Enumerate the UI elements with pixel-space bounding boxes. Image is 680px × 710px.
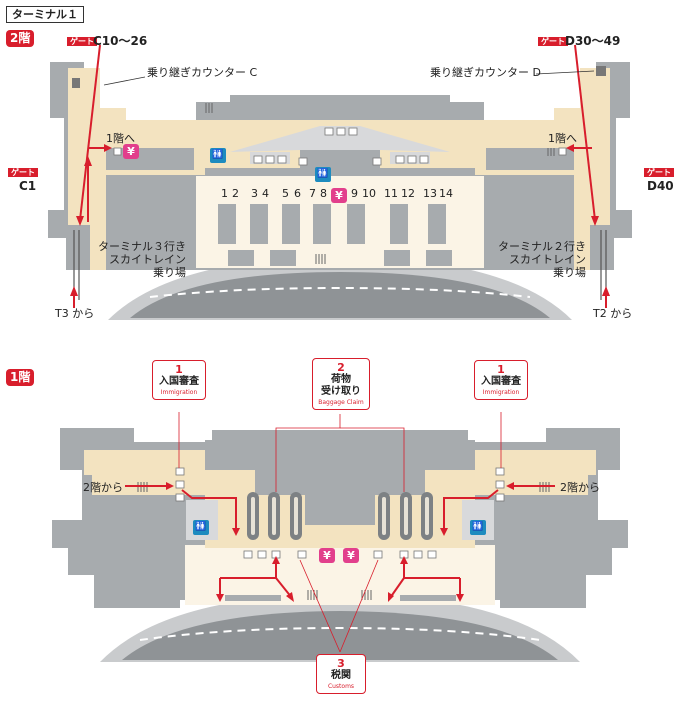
immigration-callout-right: 1 入国審査 Immigration xyxy=(474,360,528,400)
to-1f-right: 1階へ xyxy=(548,132,577,145)
floor-2-badge: 2階 xyxy=(6,30,35,47)
restroom-icon: 🚻 xyxy=(315,167,331,182)
from-2f-right: 2階から xyxy=(560,481,600,494)
floor2-plan xyxy=(48,44,632,320)
road-2f-dash xyxy=(149,286,531,298)
floor1-plan xyxy=(52,412,628,662)
to-1f-left: 1階へ xyxy=(106,132,135,145)
counter-block xyxy=(250,204,268,244)
restroom-icon: 🚻 xyxy=(210,148,226,163)
skytrain-t2-label: ターミナル２行き スカイトレイン 乗り場 xyxy=(498,240,586,279)
counter-number: 6 xyxy=(294,187,301,200)
road-1f-lane xyxy=(122,611,558,660)
counter-number: 9 xyxy=(351,187,358,200)
gate-tag: ゲート xyxy=(644,168,674,177)
road-2f-lane xyxy=(130,272,550,318)
counter-number: 12 xyxy=(401,187,415,200)
from-2f-left: 2階から xyxy=(83,481,123,494)
transfer-counter-d: 乗り継ぎカウンター D xyxy=(430,66,541,79)
gate-d30-49[interactable]: D30〜49 xyxy=(565,34,621,48)
building-2f xyxy=(48,62,632,270)
counter-number: 14 xyxy=(439,187,453,200)
gate-c10-26[interactable]: C10〜26 xyxy=(93,34,148,48)
currency-exchange-icon: ¥ xyxy=(343,548,359,563)
currency-exchange-icon: ¥ xyxy=(123,144,139,159)
from-t2-label: T2 から xyxy=(593,307,633,320)
gate-tag: ゲート xyxy=(8,168,38,177)
counter-number: 5 xyxy=(282,187,289,200)
counter-number: 11 xyxy=(384,187,398,200)
floor-1-badge: 1階 xyxy=(6,369,35,386)
counter-block xyxy=(218,204,236,244)
counter-number: 8 xyxy=(320,187,327,200)
terminal-title: ターミナル１ xyxy=(6,6,84,23)
restroom-icon: 🚻 xyxy=(470,520,486,535)
route-arrows-2f xyxy=(70,144,610,296)
skytrain-t3-label: ターミナル３行き スカイトレイン 乗り場 xyxy=(98,240,186,279)
baggage-claim-callout: 2 荷物 受け取り Baggage Claim xyxy=(312,358,370,410)
gate-c1[interactable]: C1 xyxy=(19,179,37,193)
gate-d40[interactable]: D40 xyxy=(647,179,674,193)
counter-block xyxy=(347,204,365,244)
currency-exchange-icon: ¥ xyxy=(319,548,335,563)
counter-block xyxy=(282,204,300,244)
gate-tag: ゲート xyxy=(67,37,97,46)
counter-block xyxy=(390,204,408,244)
counter-number: 1 xyxy=(221,187,228,200)
counter-number: 13 xyxy=(423,187,437,200)
restroom-icon: 🚻 xyxy=(193,520,209,535)
counter-block xyxy=(313,204,331,244)
immigration-callout-left: 1 入国審査 Immigration xyxy=(152,360,206,400)
counter-number: 10 xyxy=(362,187,376,200)
currency-exchange-icon: ¥ xyxy=(331,188,347,203)
counter-number: 2 xyxy=(232,187,239,200)
transfer-counter-c: 乗り継ぎカウンター C xyxy=(147,66,258,79)
customs-callout: 3 税関 Customs xyxy=(316,654,366,694)
counter-number: 7 xyxy=(309,187,316,200)
counter-number: 4 xyxy=(262,187,269,200)
from-t3-label: T3 から xyxy=(55,307,95,320)
counter-block xyxy=(428,204,446,244)
gate-tag: ゲート xyxy=(538,37,568,46)
counter-number: 3 xyxy=(251,187,258,200)
